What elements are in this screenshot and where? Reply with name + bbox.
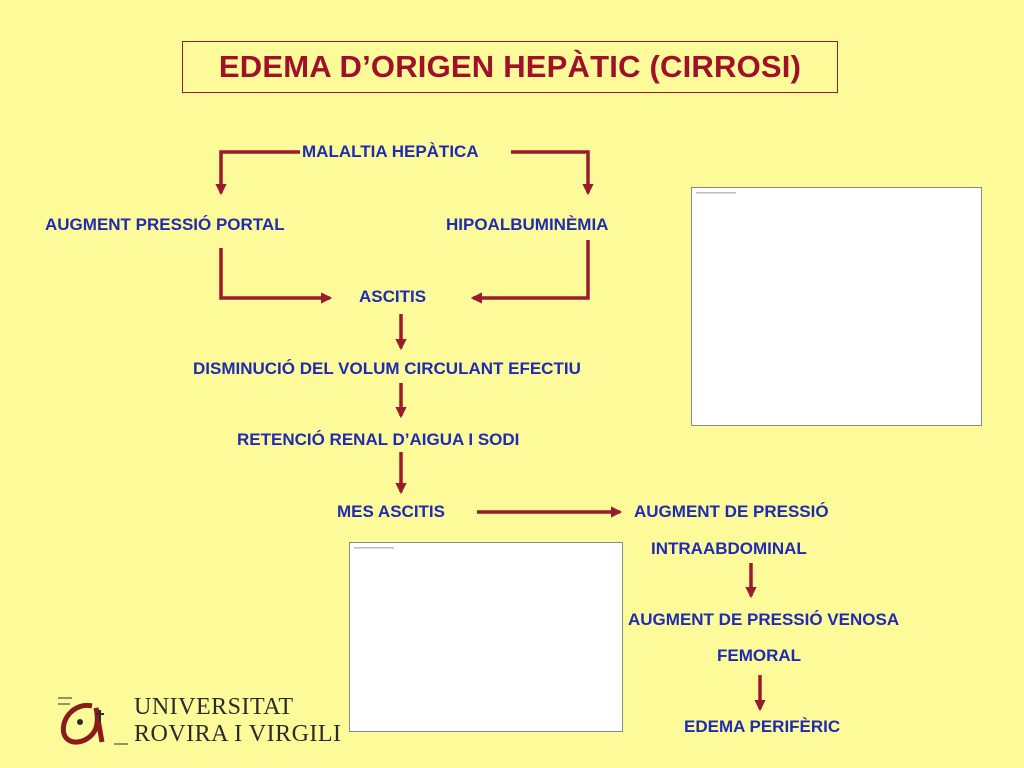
node-augment-venosa-2: FEMORAL [717,646,802,665]
image-caption-mark [354,547,394,549]
node-augment-venosa-1: AUGMENT DE PRESSIÓ VENOSA [628,610,900,629]
node-augment-pressio-portal: AUGMENT PRESSIÓ PORTAL [45,215,285,234]
node-malaltia-hepatica: MALALTIA HEPÀTICA [302,142,479,161]
node-augment-pressio-1: AUGMENT DE PRESSIÓ [634,502,829,521]
node-disminucio-volum: DISMINUCIÓ DEL VOLUM CIRCULANT EFECTIU [193,359,581,378]
arrow-malaltia-to-portal [215,150,300,196]
logo-line-2: ROVIRA I VIRGILI [134,721,342,747]
arrow-malaltia-to-hipoalb [511,150,594,196]
node-edema-periferic: EDEMA PERIFÈRIC [684,717,841,736]
node-augment-pressio-2: INTRAABDOMINAL [651,539,807,558]
image-placeholder-bottom [349,542,623,732]
arrow-portal-to-ascitis [219,248,333,304]
image-caption-mark [696,192,736,194]
title-box: EDEMA D’ORIGEN HEPÀTIC (CIRROSI) [182,41,838,93]
university-logo-icon [58,697,128,745]
arrow-hipoalb-to-ascitis [470,240,590,304]
node-ascitis: ASCITIS [359,287,427,306]
node-retencio-renal: RETENCIÓ RENAL D’AIGUA I SODI [237,430,520,449]
image-placeholder-right [691,187,982,426]
node-hipoalbuminemia: HIPOALBUMINÈMIA [446,215,609,234]
page-title: EDEMA D’ORIGEN HEPÀTIC (CIRROSI) [218,49,802,84]
node-mes-ascitis: MES ASCITIS [337,502,445,521]
logo-line-1: UNIVERSITAT [134,694,294,720]
